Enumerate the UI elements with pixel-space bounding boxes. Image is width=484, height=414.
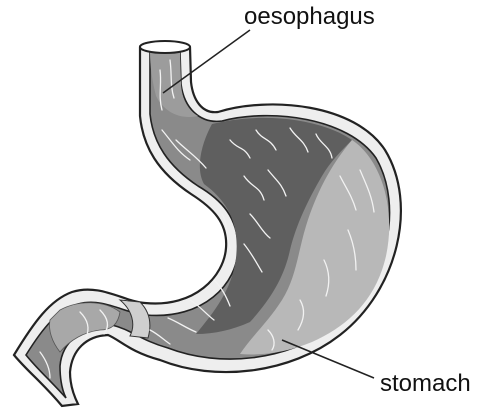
duodenum-patch xyxy=(49,303,120,352)
oesophagus-opening xyxy=(140,41,190,53)
oesophagus-label: oesophagus xyxy=(244,3,375,30)
stomach-label: stomach xyxy=(380,370,471,397)
stomach-organ xyxy=(14,41,401,406)
label-oesophagus: oesophagus xyxy=(163,3,375,93)
